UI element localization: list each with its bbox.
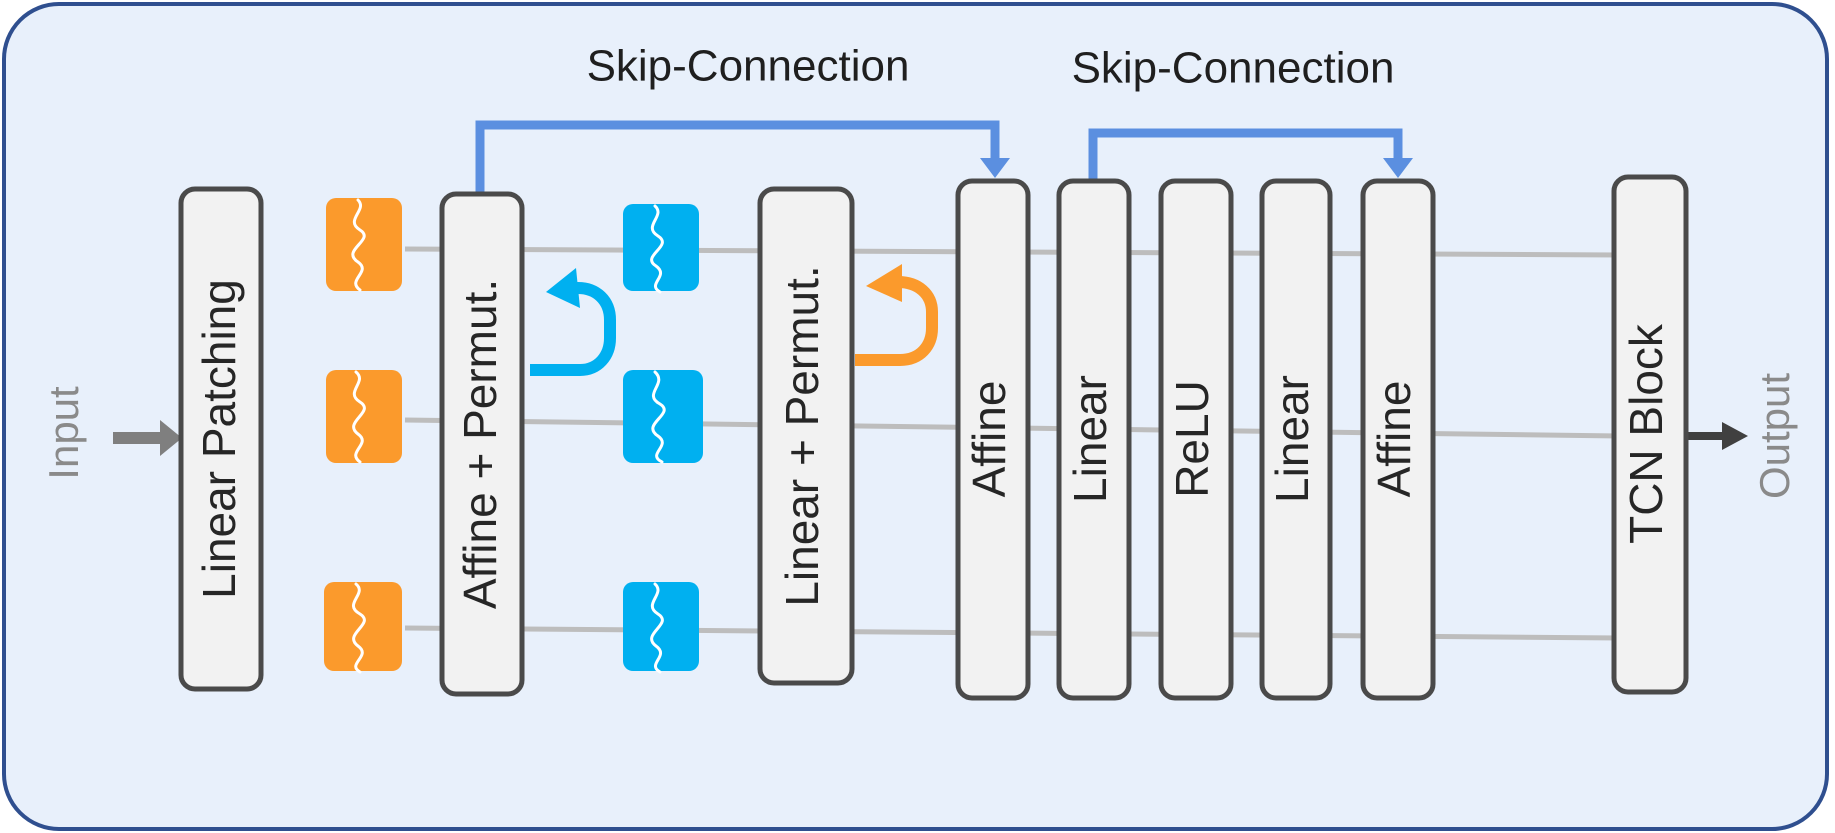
block-affine-2: Affine [1360,178,1436,701]
blue-patch-icon [623,582,699,674]
block-affine-permut: Affine + Permut. [439,191,525,697]
skip-connection-arrow-2 [1088,128,1413,185]
block-label: Affine [1368,381,1420,498]
block-linear-patching: Linear Patching [178,186,264,692]
orange-patch-tokens [324,198,402,674]
block-label: Linear Patching [193,279,245,599]
block-linear-permut: Linear + Permut. [757,186,855,686]
block-label: TCN Block [1620,323,1672,544]
block-relu: ReLU [1158,178,1234,701]
block-linear-2: Linear [1259,178,1333,701]
orange-rotate-arrow-icon [855,264,938,366]
input-arrow-icon [113,420,182,456]
orange-patch-icon [326,198,402,292]
block-tcn: TCN Block [1611,174,1689,695]
skip-connection-label-2: Skip-Connection [1072,44,1395,93]
block-label: Affine [963,381,1015,498]
blue-patch-tokens [623,204,703,674]
block-affine-1: Affine [955,178,1031,701]
block-label: ReLU [1166,380,1218,498]
blue-patch-icon [623,204,699,294]
blue-patch-icon [623,370,703,464]
block-label: Affine + Permut. [454,279,506,609]
skip-connection-arrow-1 [475,120,1010,195]
block-label: Linear [1266,375,1318,503]
block-linear-1: Linear [1056,178,1132,701]
block-label: Linear + Permut. [776,265,828,606]
block-label: Linear [1064,375,1116,503]
orange-patch-icon [326,370,402,464]
output-arrow-icon [1685,422,1748,450]
output-label: Output [1751,373,1798,499]
input-label: Input [40,386,87,480]
skip-connection-label-1: Skip-Connection [587,42,910,91]
blue-rotate-arrow-icon [530,268,616,376]
orange-patch-icon [324,582,402,674]
